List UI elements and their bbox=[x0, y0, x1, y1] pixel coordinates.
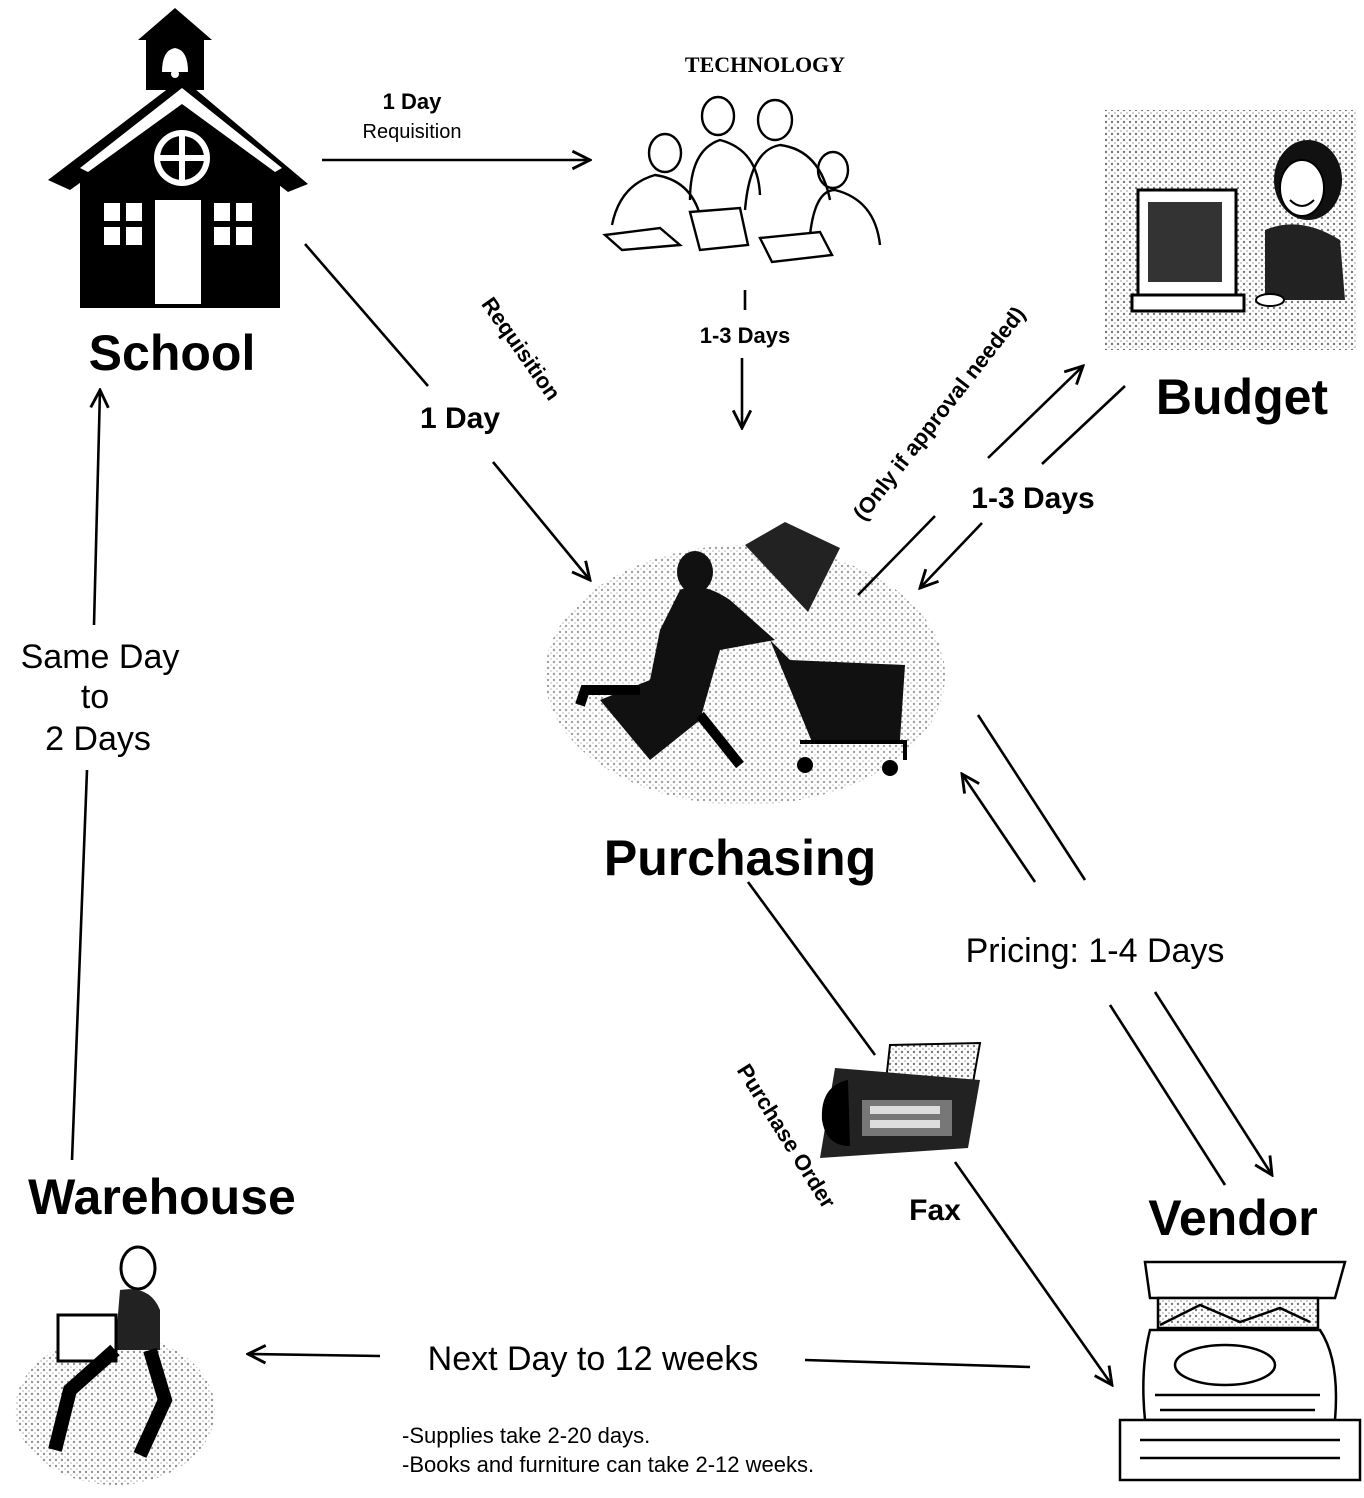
pricing-time: Pricing: 1-4 Days bbox=[966, 932, 1225, 970]
warehouse-to-school-arrow bbox=[94, 390, 100, 626]
technology-purchasing-time: 1-3 Days bbox=[700, 323, 791, 348]
fax-machine-icon bbox=[820, 1041, 982, 1158]
budget-to-purchasing-arrow bbox=[920, 522, 983, 588]
shopping-cart-runner-icon bbox=[545, 522, 945, 805]
school-purchasing-label: Requisition bbox=[477, 292, 566, 404]
purchasing-to-vendor-line-upper bbox=[976, 714, 1087, 881]
note-books-furniture: -Books and furniture can take 2-12 weeks… bbox=[402, 1452, 814, 1477]
worker-carrying-box-icon bbox=[15, 1245, 215, 1485]
warehouse-school-time-line3: 2 Days bbox=[45, 720, 151, 758]
school-label: School bbox=[89, 325, 256, 381]
note-supplies: -Supplies take 2-20 days. bbox=[402, 1423, 650, 1448]
school-technology-time: 1 Day bbox=[383, 89, 442, 114]
warehouse-school-time-line1: Same Day bbox=[21, 638, 180, 676]
budget-to-purchasing-line-upper bbox=[1041, 385, 1126, 465]
fax-label: Fax bbox=[909, 1194, 961, 1227]
school-to-purchasing-arrow bbox=[491, 461, 590, 580]
vendor-warehouse-time: Next Day to 12 weeks bbox=[428, 1340, 759, 1378]
budget-label: Budget bbox=[1156, 369, 1329, 425]
warehouse-school-time-line2: to bbox=[81, 678, 109, 716]
vendor-to-purchasing-arrow bbox=[962, 774, 1037, 883]
office-worker-computer-icon bbox=[1105, 110, 1357, 350]
warehouse-to-school-line bbox=[70, 769, 89, 1161]
vendor-label: Vendor bbox=[1148, 1190, 1317, 1246]
purchasing-budget-time: 1-3 Days bbox=[971, 482, 1094, 515]
purchasing-to-budget-arrow bbox=[987, 366, 1083, 459]
cash-register-icon bbox=[1118, 1260, 1362, 1482]
school-to-purchasing-line-upper bbox=[304, 243, 429, 387]
purchasing-to-vendor-arrow bbox=[1153, 991, 1272, 1175]
purchasing-to-budget-line-lower bbox=[857, 515, 936, 596]
connectors bbox=[70, 160, 1272, 1385]
technology-label: TECHNOLOGY bbox=[685, 52, 845, 77]
vendor-to-warehouse-line bbox=[804, 1358, 1031, 1369]
vendor-to-purchasing-line-lower bbox=[1108, 1004, 1227, 1186]
warehouse-label: Warehouse bbox=[28, 1169, 296, 1225]
purchasing-label: Purchasing bbox=[604, 830, 876, 886]
schoolhouse-icon bbox=[48, 8, 308, 308]
school-technology-label: Requisition bbox=[363, 121, 462, 143]
fax-to-vendor-arrow bbox=[953, 1161, 1112, 1385]
vendor-to-warehouse-arrow bbox=[248, 1354, 381, 1356]
team-meeting-icon bbox=[602, 95, 882, 264]
purchasing-to-fax-line bbox=[746, 881, 877, 1056]
school-purchasing-time: 1 Day bbox=[420, 402, 500, 435]
